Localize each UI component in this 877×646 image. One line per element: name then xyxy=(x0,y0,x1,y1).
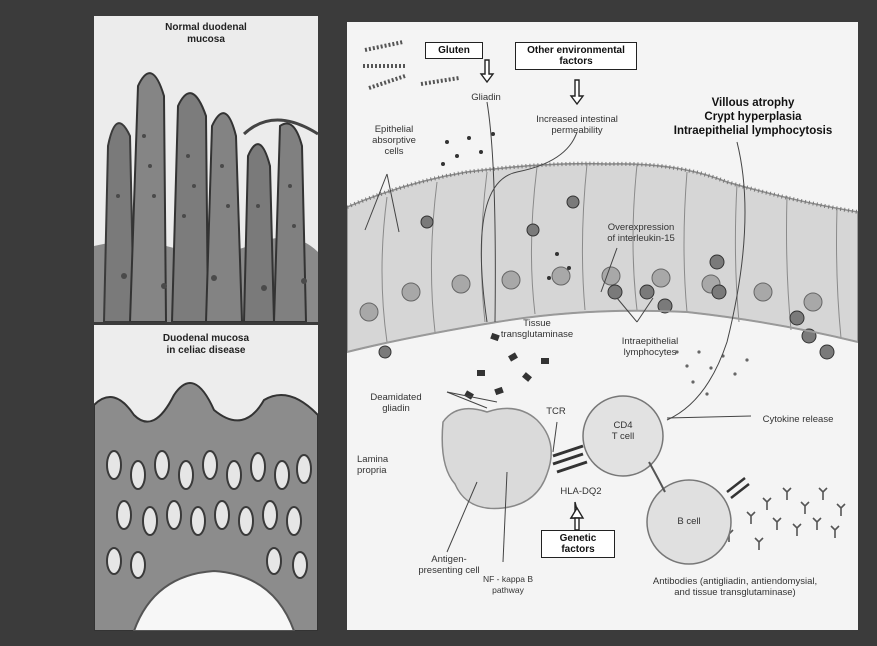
other-environmental-factors-box: Other environmental factors xyxy=(515,42,637,70)
epithelial-cells-label: Epithelial absorptive cells xyxy=(359,124,429,157)
ttg-line2: transglutaminase xyxy=(487,329,587,340)
celiac-mucosa-panel: Duodenal mucosa in celiac disease xyxy=(94,325,318,631)
cd4-line2: T cell xyxy=(593,431,653,442)
b-cell-receptor xyxy=(727,478,749,498)
genetic-line1: Genetic xyxy=(546,533,610,544)
normal-mucosa-micrograph xyxy=(94,16,318,322)
lamina-propria-label: Lamina propria xyxy=(357,454,407,476)
intraepithelial-lymphocytes-label: Intraepithelial lymphocytes xyxy=(605,336,695,358)
outcome-heading: Villous atrophy Crypt hyperplasia Intrae… xyxy=(653,96,853,138)
antigen-presenting-cell-label: Antigen- presenting cell xyxy=(399,554,499,576)
il15-line2: of interleukin-15 xyxy=(591,233,691,244)
normal-mucosa-title: Normal duodenal mucosa xyxy=(94,22,318,46)
cd4-t-cell-label: CD4 T cell xyxy=(593,420,653,442)
permeability-line2: permeability xyxy=(517,125,637,136)
nfkb-line2: pathway xyxy=(473,585,543,596)
normal-title-line1: Normal duodenal xyxy=(94,22,318,34)
celiac-title-line1: Duodenal mucosa xyxy=(94,333,318,345)
permeability-label: Increased intestinal permeability xyxy=(517,114,637,136)
celiac-mucosa-micrograph xyxy=(94,325,318,631)
heading-crypt-hyperplasia: Crypt hyperplasia xyxy=(653,110,853,124)
antibody-glyphs xyxy=(725,488,845,550)
nfkb-line1: NF - kappa B xyxy=(473,574,543,585)
tissue-transglutaminase-label: Tissue transglutaminase xyxy=(487,318,587,340)
celiac-title-line2: in celiac disease xyxy=(94,345,318,357)
tcr-label: TCR xyxy=(541,406,571,417)
epithelial-line2: absorptive xyxy=(359,135,429,146)
il15-line1: Overexpression xyxy=(591,222,691,233)
interleukin-15-label: Overexpression of interleukin-15 xyxy=(591,222,691,244)
other-env-line1: Other environmental xyxy=(520,45,632,56)
pathogenesis-diagram: Gluten Other environmental factors Genet… xyxy=(347,22,858,630)
iel-line2: lymphocytes xyxy=(605,347,695,358)
gluten-label: Gluten xyxy=(438,45,470,56)
antibodies-line1: Antibodies (antigliadin, antiendomysial, xyxy=(619,576,851,587)
antibodies-line2: and tissue transglutaminase) xyxy=(619,587,851,598)
ttg-line1: Tissue xyxy=(487,318,587,329)
deamidated-line2: gliadin xyxy=(361,403,431,414)
deamidated-line1: Deamidated xyxy=(361,392,431,403)
normal-mucosa-panel: Normal duodenal mucosa xyxy=(94,16,318,322)
epithelial-layer xyxy=(347,164,858,352)
epithelial-line3: cells xyxy=(359,146,429,157)
gliadin-label: Gliadin xyxy=(461,92,511,103)
heading-intraepithelial-lymphocytosis: Intraepithelial lymphocytosis xyxy=(653,124,853,138)
normal-title-line2: mucosa xyxy=(94,34,318,46)
nf-kappa-b-label: NF - kappa B pathway xyxy=(473,574,543,596)
cytokine-release-label: Cytokine release xyxy=(753,414,843,425)
other-env-line2: factors xyxy=(520,56,632,67)
epithelial-line1: Epithelial xyxy=(359,124,429,135)
deamidated-gliadin-label: Deamidated gliadin xyxy=(361,392,431,414)
apc-line1: Antigen- xyxy=(399,554,499,565)
celiac-mucosa-title: Duodenal mucosa in celiac disease xyxy=(94,333,318,357)
cd4-line1: CD4 xyxy=(593,420,653,431)
t-cell-to-b-cell-link xyxy=(649,462,665,492)
heading-villous-atrophy: Villous atrophy xyxy=(653,96,853,110)
b-cell-label: B cell xyxy=(659,516,719,527)
tcr-hla-complex xyxy=(553,446,587,472)
permeability-line1: Increased intestinal xyxy=(517,114,637,125)
antibodies-label: Antibodies (antigliadin, antiendomysial,… xyxy=(619,576,851,598)
lamina-line1: Lamina xyxy=(357,454,407,465)
antigen-presenting-cell-body xyxy=(442,408,551,508)
gluten-box: Gluten xyxy=(425,42,483,59)
genetic-line2: factors xyxy=(546,544,610,555)
lamina-line2: propria xyxy=(357,465,407,476)
hla-dq2-label: HLA-DQ2 xyxy=(551,486,611,497)
iel-line1: Intraepithelial xyxy=(605,336,695,347)
genetic-factors-box: Genetic factors xyxy=(541,530,615,558)
